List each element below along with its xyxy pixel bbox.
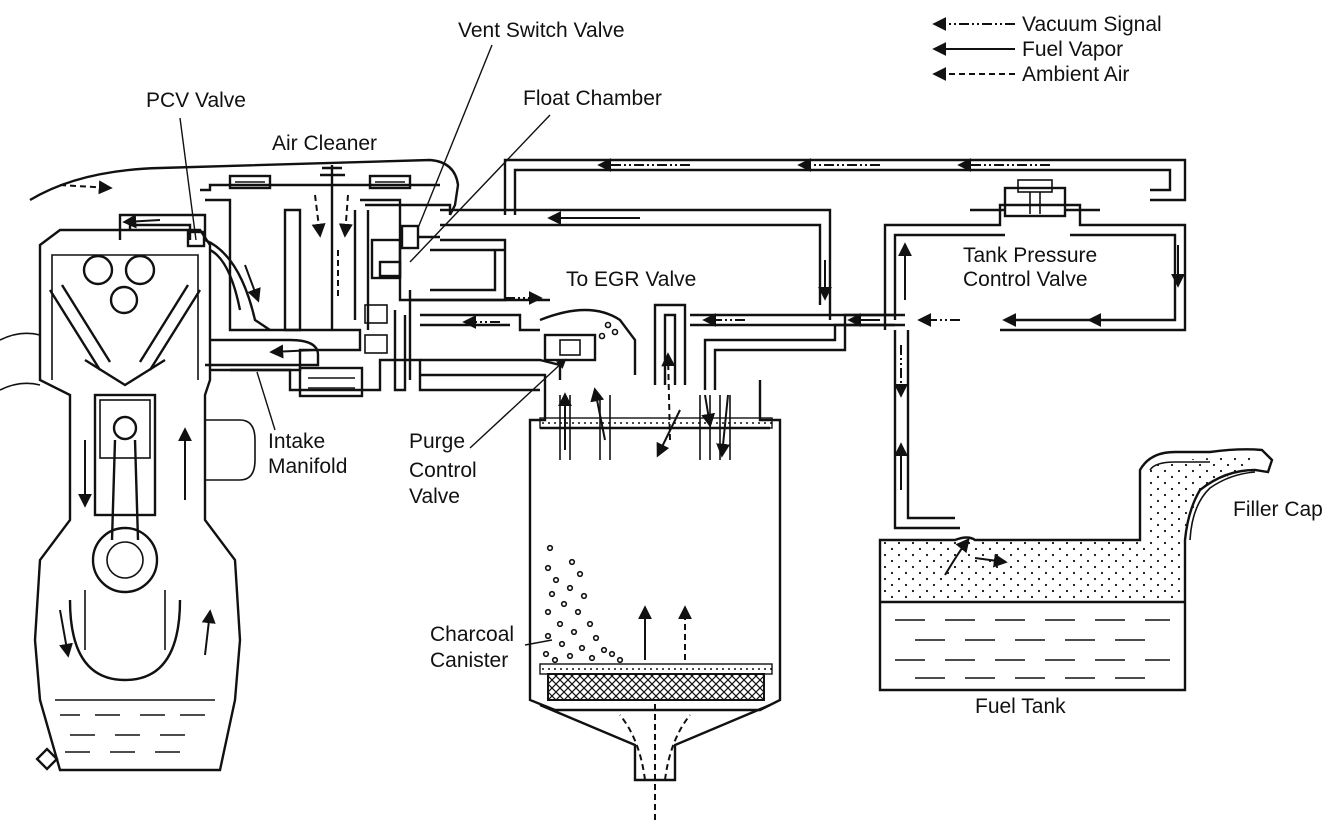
vapor-lines-upper bbox=[420, 158, 1187, 320]
egr-line bbox=[393, 290, 550, 392]
label-filler-cap: Filler Cap bbox=[1233, 498, 1323, 521]
pcv-system bbox=[118, 213, 271, 331]
label-charcoal-2: Canister bbox=[430, 649, 508, 672]
label-vent-switch-valve: Vent Switch Valve bbox=[458, 19, 625, 42]
legend-vacuum-signal: Vacuum Signal bbox=[932, 13, 1162, 36]
legend: Vacuum Signal Fuel Vapor Ambient Air bbox=[932, 13, 1162, 86]
label-fuel-tank: Fuel Tank bbox=[975, 695, 1066, 718]
tank-vapor-line bbox=[893, 330, 960, 530]
label-purge-2: Control bbox=[409, 459, 477, 482]
label-tank-pressure-1: Tank Pressure bbox=[963, 244, 1097, 267]
label-to-egr-valve: To EGR Valve bbox=[566, 268, 696, 291]
legend-vapor-label: Fuel Vapor bbox=[1022, 38, 1123, 61]
label-air-cleaner: Air Cleaner bbox=[272, 132, 377, 155]
legend-fuel-vapor: Fuel Vapor bbox=[932, 38, 1123, 61]
charcoal-canister bbox=[528, 352, 782, 820]
leader-lines bbox=[179, 44, 567, 646]
vapor-lines-lower bbox=[653, 303, 905, 390]
legend-ambient-label: Ambient Air bbox=[1022, 63, 1129, 86]
legend-vacuum-label: Vacuum Signal bbox=[1022, 13, 1162, 36]
label-float-chamber: Float Chamber bbox=[523, 87, 662, 110]
label-purge-1: Purge bbox=[409, 430, 465, 453]
intake-manifold bbox=[205, 338, 540, 392]
label-pcv-valve: PCV Valve bbox=[146, 89, 246, 112]
label-tank-pressure-2: Control Valve bbox=[963, 268, 1088, 291]
label-charcoal-1: Charcoal bbox=[430, 623, 514, 646]
legend-ambient-air: Ambient Air bbox=[932, 63, 1129, 86]
purge-control-valve bbox=[420, 308, 637, 380]
label-intake-2: Manifold bbox=[268, 455, 347, 478]
tank-pressure-control-valve bbox=[883, 179, 1187, 332]
engine bbox=[0, 228, 256, 772]
label-purge-3: Valve bbox=[409, 485, 460, 508]
fuel-tank bbox=[878, 448, 1274, 692]
label-intake-1: Intake bbox=[268, 430, 325, 453]
vent-switch-valve bbox=[365, 203, 452, 250]
